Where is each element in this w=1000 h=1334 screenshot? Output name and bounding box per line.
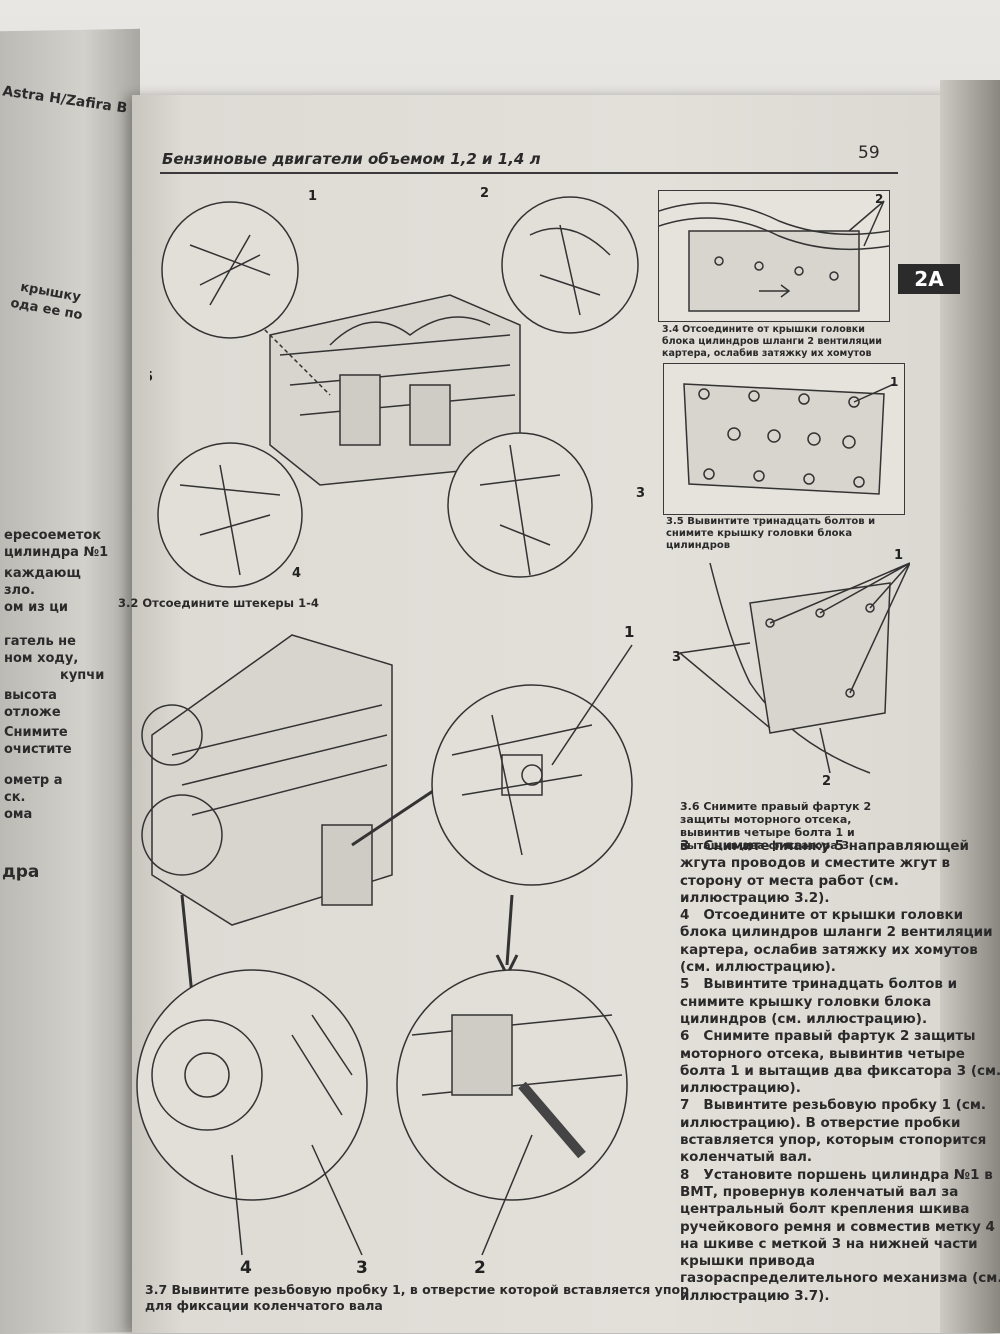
figure-3-5-label-1: 1 — [890, 375, 898, 389]
header-rule — [160, 172, 898, 174]
figure-3-7: 1 2 3 4 — [112, 615, 672, 1280]
figure-3-2-drawing: 1 2 3 4 5 — [150, 186, 645, 588]
paragraph-text: Отсоедините от крышки головки блока цили… — [680, 907, 993, 976]
figure-3-4-caption: 3.4 Отсоедините от крышки головки блока … — [662, 324, 882, 359]
page-number: 59 — [858, 143, 880, 163]
figure-3-2-label-2: 2 — [480, 186, 489, 201]
paragraph-number: 3 — [680, 838, 690, 854]
figure-3-7-label-2: 2 — [474, 1258, 486, 1278]
figure-3-7-label-4: 4 — [240, 1258, 252, 1278]
section-tab: 2A — [898, 264, 960, 294]
figure-3-2-label-1: 1 — [308, 189, 317, 204]
figure-3-5: 1 — [663, 363, 905, 515]
paragraph-text: Вывинтите тринадцать болтов и снимите кр… — [680, 976, 958, 1027]
figure-3-4-label-2: 2 — [875, 192, 883, 206]
paragraph-number: 4 — [680, 907, 690, 924]
left-page-fragment: отложе — [4, 705, 61, 720]
figure-3-7-label-1: 1 — [624, 623, 634, 641]
figure-3-6-label-3: 3 — [672, 650, 681, 665]
figure-3-6-drawing: 1 2 3 — [672, 548, 910, 788]
left-page-fragment: высота — [4, 688, 57, 703]
left-page-fragment: цилиндра №1 — [4, 545, 109, 560]
figure-3-7-drawing: 1 2 3 4 — [136, 623, 634, 1278]
figure-3-4: 2 — [658, 190, 890, 322]
left-page-fragment: зло. — [4, 583, 35, 598]
figure-3-6-label-2: 2 — [822, 774, 831, 788]
left-page-fragment: ометр а — [4, 773, 63, 788]
left-page-fragment: ома — [4, 807, 33, 822]
left-page-fragment: ересоеметок — [4, 528, 102, 543]
left-page-fragment: купчи — [60, 668, 105, 683]
paragraph-text: Снимите правый фартук 2 защиты моторного… — [680, 1028, 1000, 1097]
figure-3-5-caption: 3.5 Вывинтите тринадцать болтов и снимит… — [666, 516, 876, 551]
left-page-section-title: дра — [2, 862, 40, 882]
figure-3-2-label-3: 3 — [636, 486, 645, 501]
left-page-fragment: очистите — [4, 742, 72, 757]
left-page-fragment: ом из ци — [4, 600, 69, 615]
figure-3-7-caption: 3.7 Вывинтите резьбовую пробку 1, в отве… — [145, 1282, 690, 1313]
left-page-fragment: Снимите — [4, 725, 68, 740]
figure-3-6-label-1: 1 — [894, 548, 903, 563]
figure-3-6: 1 2 3 — [670, 543, 910, 788]
left-page-fragment: гатель не — [4, 634, 76, 649]
figure-3-4-drawing: 2 — [659, 192, 889, 312]
paragraph-number: 5 — [680, 976, 690, 993]
left-page-fragment: ном ходу, — [4, 651, 79, 666]
left-page-fragment: ск. — [4, 790, 26, 805]
paragraph-number: 8 — [680, 1166, 690, 1183]
figure-3-2-caption: 3.2 Отсоедините штекеры 1-4 — [118, 596, 319, 610]
paragraph-text: Снимите планку 5 направляющей жгута пров… — [680, 838, 969, 906]
figure-3-7-label-3: 3 — [356, 1258, 368, 1278]
figure-3-6-caption: 3.6 Снимите правый фартук 2 защиты мотор… — [680, 800, 872, 852]
paragraph-number: 7 — [680, 1097, 690, 1114]
running-header-title: Бензиновые двигатели объемом 1,2 и 1,4 л — [162, 150, 541, 168]
paragraph-text: Вывинтите резьбовую пробку 1 (см. иллюст… — [680, 1097, 987, 1166]
figure-3-2: 1 2 3 4 5 — [150, 185, 650, 595]
paragraph-number: 6 — [680, 1028, 690, 1045]
figure-3-5-drawing: 1 — [683, 375, 898, 495]
paragraph-text: Установите поршень цилиндра №1 в ВМТ, пр… — [680, 1166, 1000, 1304]
figure-3-2-label-5: 5 — [150, 370, 153, 385]
figure-3-2-label-4: 4 — [292, 566, 301, 581]
left-page-fragment: каждающ — [4, 566, 81, 581]
